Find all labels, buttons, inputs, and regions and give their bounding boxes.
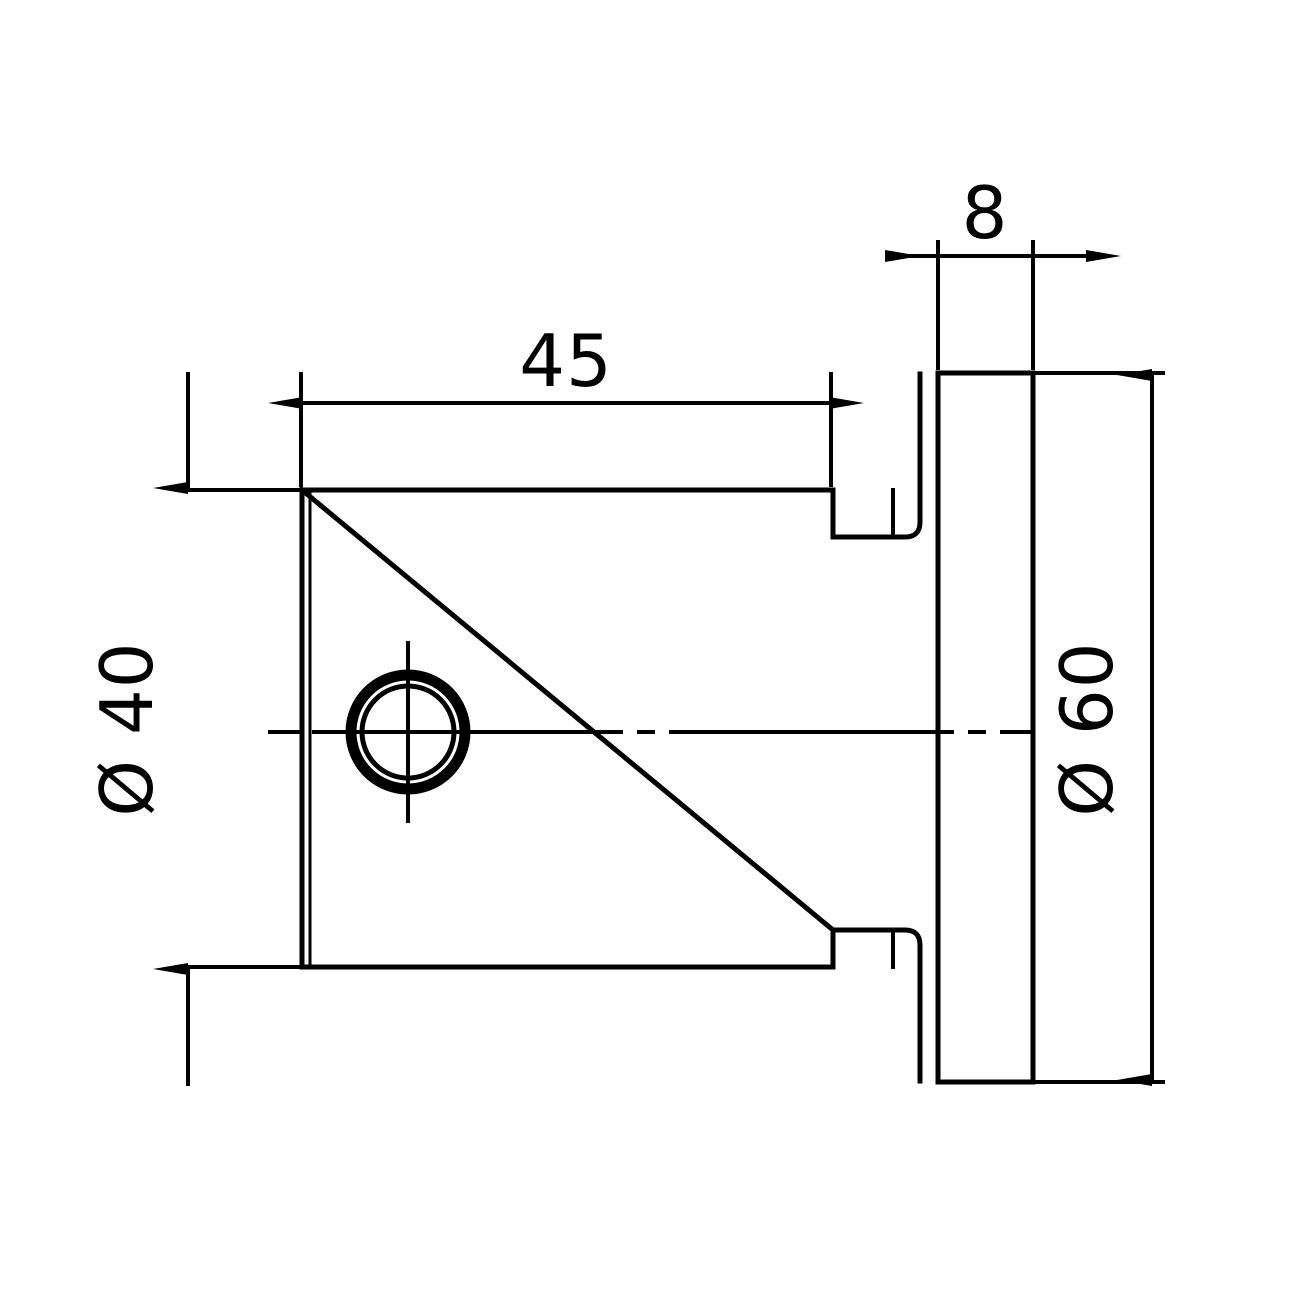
dimension-60-group [1035,369,1165,1086]
dimension-label-40: Ø 40 [85,641,169,816]
dimension-label-45: 45 [519,319,613,403]
flange-outline [935,370,1036,1085]
neck-bottom-profile [830,927,923,1084]
cylindrical-body-outline [299,484,836,970]
neck-top-profile [830,371,923,540]
dimension-40-group [153,372,300,1086]
part-outline-group [299,370,1036,1085]
dimension-8-group [885,240,1121,370]
dimension-label-8: 8 [962,171,1009,255]
dimension-label-60: Ø 60 [1045,641,1129,816]
dimension-45-group [268,372,864,487]
